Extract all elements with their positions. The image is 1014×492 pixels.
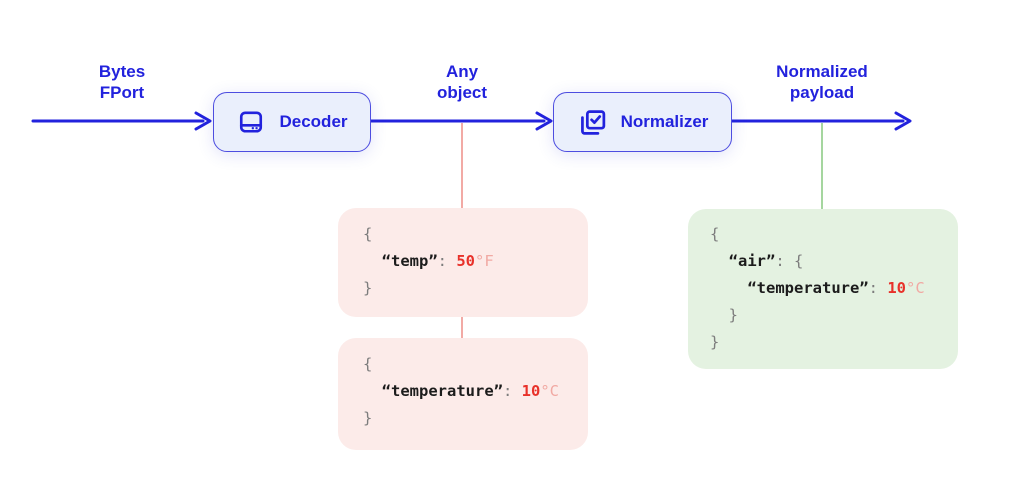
- code-token-punct: {: [363, 225, 373, 243]
- code-token-punct: [710, 279, 747, 297]
- code-token-punct: }: [710, 306, 738, 324]
- code-line: }: [710, 302, 950, 329]
- code-line: {: [363, 351, 580, 378]
- code-token-key: “air”: [728, 252, 776, 270]
- hard-drive-icon: [236, 107, 266, 137]
- code-line: “air”: {: [710, 248, 950, 275]
- code-token-punct: :: [503, 382, 522, 400]
- code-line: }: [363, 405, 580, 432]
- code-line: }: [710, 329, 950, 356]
- label-line: FPort: [99, 83, 145, 102]
- code-line: {: [710, 221, 950, 248]
- code-token-punct: {: [710, 225, 720, 243]
- code-token-num: 10: [521, 382, 541, 400]
- code-token-num: 10: [887, 279, 906, 297]
- arrowhead-input-icon: [194, 111, 212, 131]
- code-token-punct: :: [868, 279, 888, 297]
- node-decoder: Decoder: [213, 92, 371, 152]
- code-token-unit: °F: [475, 252, 494, 270]
- code-token-key: “temperature”: [381, 382, 503, 400]
- label-bytes-fport: Bytes FPort: [52, 61, 192, 103]
- arrowhead-output-icon: [894, 111, 912, 131]
- label-line: Any: [445, 62, 479, 81]
- label-normalized-payload: Normalized payload: [742, 61, 902, 103]
- label-any-object: Any object: [402, 61, 522, 103]
- code-block-decoded-fahrenheit: { “temp”: 50°F}: [338, 208, 588, 317]
- label-line: Normalized: [776, 62, 868, 81]
- code-token-punct: [363, 382, 382, 400]
- checklist-stack-icon: [577, 107, 608, 138]
- code-token-punct: [710, 252, 729, 270]
- label-line: payload: [789, 83, 855, 102]
- code-token-punct: : {: [775, 252, 804, 270]
- code-line: {: [363, 221, 580, 248]
- node-normalizer: Normalizer: [553, 92, 732, 152]
- label-line: Bytes: [98, 62, 146, 81]
- code-block-decoded-celsius: { “temperature”: 10°C}: [338, 338, 588, 450]
- code-token-unit: °C: [540, 382, 560, 400]
- code-token-num: 50: [456, 252, 476, 270]
- code-token-key: “temperature”: [747, 279, 869, 297]
- arrowhead-decoded-icon: [535, 111, 553, 131]
- code-token-punct: }: [363, 409, 373, 427]
- code-token-punct: }: [363, 279, 373, 297]
- node-normalizer-label: Normalizer: [620, 112, 709, 131]
- code-token-punct: [363, 252, 382, 270]
- code-token-key: “temp”: [381, 252, 438, 270]
- code-token-punct: {: [363, 355, 373, 373]
- code-token-unit: °C: [906, 279, 925, 297]
- code-token-punct: :: [437, 252, 457, 270]
- node-decoder-label: Decoder: [279, 112, 348, 131]
- code-line: “temperature”: 10°C: [363, 378, 580, 405]
- code-block-normalized-payload: { “air”: { “temperature”: 10°C }}: [688, 209, 958, 369]
- label-line: object: [436, 83, 488, 102]
- code-line: “temperature”: 10°C: [710, 275, 950, 302]
- code-token-punct: }: [710, 333, 720, 351]
- code-line: }: [363, 275, 580, 302]
- code-line: “temp”: 50°F: [363, 248, 580, 275]
